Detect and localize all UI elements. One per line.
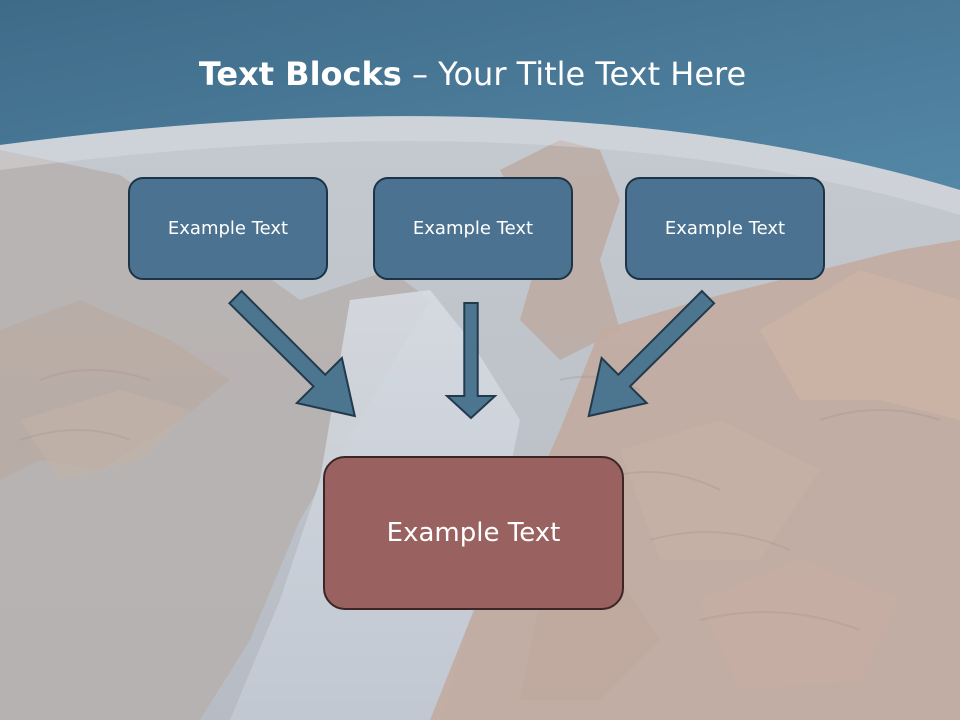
source-box-3-label: Example Text (664, 218, 786, 239)
target-box-label: Example Text (386, 518, 561, 548)
source-box-3[interactable]: Example Text (625, 177, 825, 280)
arrow-center-down (444, 302, 498, 420)
title-bold: Text Blocks (198, 55, 402, 93)
source-box-2-label: Example Text (412, 218, 534, 239)
title-rest: – Your Title Text Here (401, 55, 747, 93)
source-box-1[interactable]: Example Text (128, 177, 328, 280)
slide-title: Text Blocks – Your Title Text Here (0, 52, 945, 96)
source-box-1-label: Example Text (167, 218, 289, 239)
source-box-2[interactable]: Example Text (373, 177, 573, 280)
arrow-right-diagonal (587, 289, 716, 418)
arrow-left-diagonal (227, 289, 357, 418)
target-box[interactable]: Example Text (323, 456, 624, 610)
